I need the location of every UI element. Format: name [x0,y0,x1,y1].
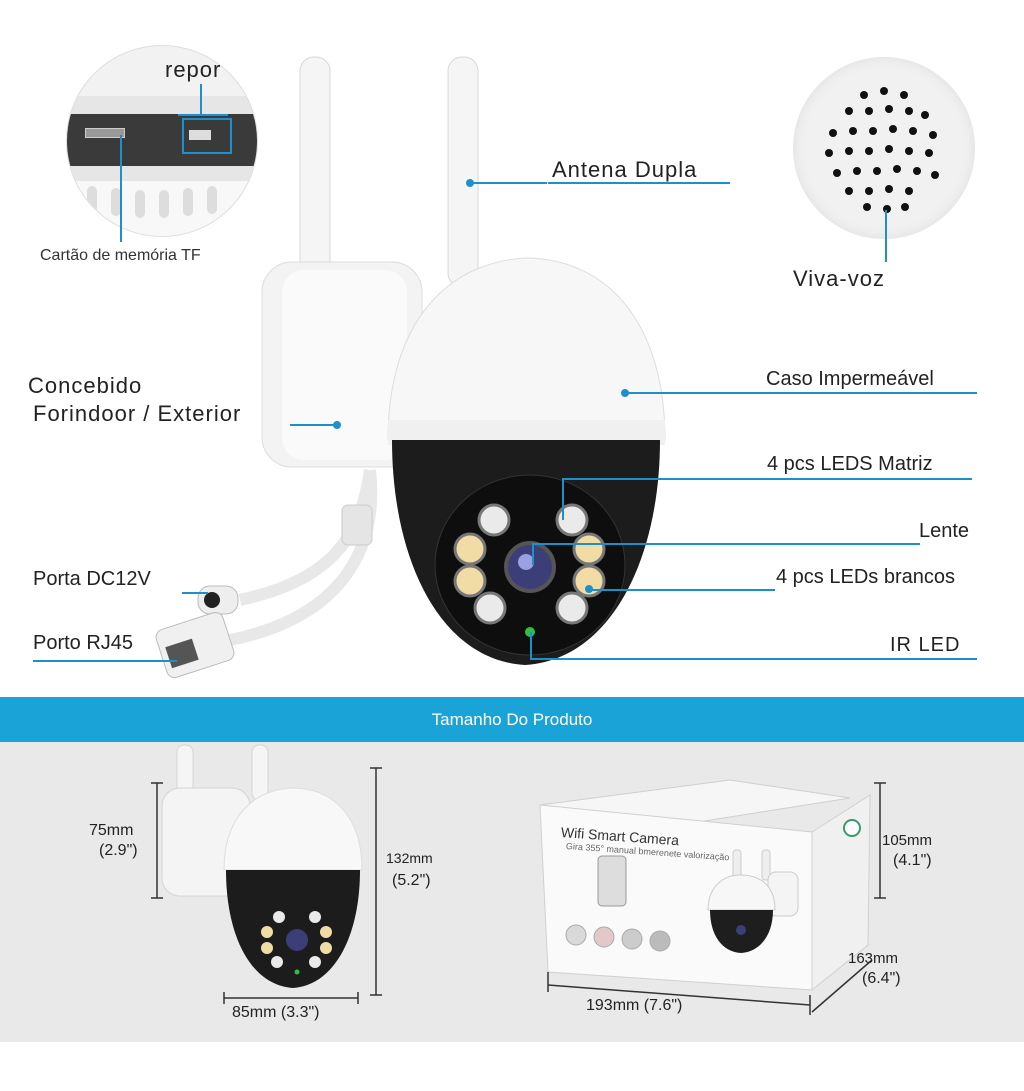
antenna-pointer [470,182,547,184]
product-size-banner: Tamanho Do Produto [0,697,1024,742]
speaker-pointer [885,210,887,262]
box-depth-mm: 163mm [848,950,899,967]
tf-pointer [120,135,122,242]
camera-total-height-in: (5.2") [392,872,431,889]
box-height-in: (4.1") [893,852,932,869]
reset-pointer [200,84,202,114]
speaker-label: Viva-voz [793,266,885,291]
camera-illustration [155,56,666,679]
antenna-label: Antena Dupla [552,157,698,182]
box-width: 193mm (7.6") [586,997,683,1014]
white-leds-label: 4 pcs LEDs brancos [776,566,955,588]
camera-total-height-mm: 132mm [386,850,433,866]
lens-pointer [532,543,534,565]
reset-label: repor [165,57,222,82]
matrix-pointer [562,478,564,520]
designed-label-line2: Forindoor / Exterior [33,401,242,426]
box-height-mm: 105mm [882,832,933,849]
waterproof-label: Caso Impermeável [766,368,934,390]
speaker-grille-icon [825,87,939,213]
matrix-leds-label: 4 pcs LEDS Matriz [767,453,933,475]
designed-label-line1: Concebido [28,373,143,398]
dc-pointer [182,592,208,594]
camera-upper-height-in: (2.9") [99,842,138,859]
box-depth-in: (6.4") [862,970,901,987]
camera-upper-height-mm: 75mm [89,822,134,839]
rj45-pointer [33,660,177,662]
rj45-label: Porto RJ45 [33,632,134,654]
designed-pointer [290,424,336,426]
dc-port-label: Porta DC12V [33,568,151,590]
tf-slot-detail-circle [66,45,258,237]
ir-led-label: IR LED [890,634,961,656]
banner-title: Tamanho Do Produto [431,710,593,729]
camera-width: 85mm (3.3") [232,1004,320,1021]
speaker-detail-circle [793,57,975,239]
ir-pointer [530,632,532,659]
tf-card-label: Cartão de memória TF [40,247,201,264]
lens-label: Lente [919,520,970,542]
